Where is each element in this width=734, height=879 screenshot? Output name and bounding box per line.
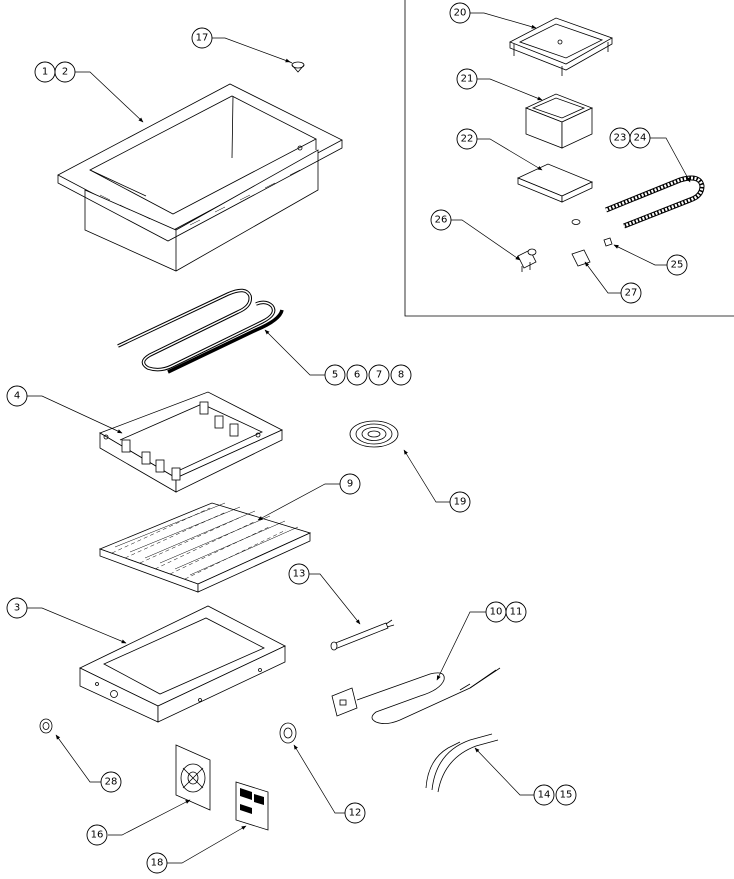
svg-text:27: 27 [625, 288, 638, 299]
callout-10: 10 [485, 601, 507, 623]
svg-text:25: 25 [671, 260, 684, 271]
callout-7: 7 [368, 364, 390, 386]
svg-text:5: 5 [332, 370, 338, 381]
svg-text:9: 9 [347, 479, 353, 490]
heating-element-part[interactable] [117, 288, 284, 374]
callout-4: 4 [6, 385, 28, 407]
callout-8: 8 [390, 364, 412, 386]
callout-12: 12 [344, 802, 366, 824]
inset-border [404, 0, 734, 317]
drip-pan-part[interactable] [79, 605, 286, 723]
part-21-box[interactable] [524, 93, 594, 149]
svg-text:22: 22 [461, 134, 474, 145]
bracket-frame-part[interactable] [99, 391, 283, 493]
callout-17: 17 [191, 27, 213, 49]
svg-text:12: 12 [349, 808, 362, 819]
svg-text:1: 1 [42, 67, 48, 78]
svg-text:10: 10 [490, 607, 503, 618]
callout-24: 24 [629, 127, 651, 149]
dial-plate-part[interactable] [175, 744, 211, 811]
part-23-24-element[interactable] [605, 175, 705, 229]
part-20-tray[interactable] [509, 17, 613, 76]
callout-22: 22 [456, 128, 478, 150]
svg-text:4: 4 [14, 391, 20, 402]
part-26-valve[interactable] [517, 248, 537, 272]
callout-5: 5 [324, 364, 346, 386]
leader-lines [27, 12, 691, 864]
svg-text:8: 8 [398, 370, 404, 381]
svg-text:20: 20 [454, 8, 467, 19]
callout-16: 16 [86, 824, 108, 846]
label-plate-part[interactable] [235, 781, 269, 831]
callout-11: 11 [505, 601, 527, 623]
callout-9: 9 [339, 473, 361, 495]
well-pan-part[interactable] [57, 83, 343, 272]
callout-25: 25 [666, 254, 688, 276]
callout-19: 19 [449, 491, 471, 513]
svg-text:15: 15 [560, 790, 573, 801]
svg-text:11: 11 [510, 607, 523, 618]
part-28-knob[interactable] [39, 718, 53, 734]
probe-part[interactable] [330, 619, 395, 651]
callout-27: 27 [620, 282, 642, 304]
callout-6: 6 [346, 364, 368, 386]
svg-text:7: 7 [376, 370, 382, 381]
svg-text:6: 6 [354, 370, 360, 381]
coil-element-part[interactable] [349, 420, 399, 448]
thermostat-part[interactable] [331, 667, 501, 724]
part-25-screw[interactable] [603, 237, 613, 247]
svg-text:16: 16 [91, 830, 104, 841]
svg-text:28: 28 [105, 777, 118, 788]
callout-1: 1 [34, 61, 56, 83]
wire-harness-part[interactable] [425, 733, 499, 793]
svg-text:13: 13 [293, 569, 306, 580]
part-22-tray[interactable] [517, 163, 593, 203]
svg-text:21: 21 [461, 74, 474, 85]
callout-18: 18 [146, 852, 168, 874]
callout-15: 15 [555, 784, 577, 806]
svg-text:23: 23 [614, 133, 627, 144]
part-12-knob[interactable] [279, 722, 297, 744]
svg-text:14: 14 [538, 790, 551, 801]
part-27-clip[interactable] [571, 219, 591, 267]
part-17-fitting[interactable] [285, 59, 305, 73]
callout-13: 13 [288, 563, 310, 585]
callout-2: 2 [54, 61, 76, 83]
callout-3: 3 [6, 597, 28, 619]
svg-text:3: 3 [14, 603, 20, 614]
callout-21: 21 [456, 68, 478, 90]
svg-text:18: 18 [151, 858, 164, 869]
svg-text:2: 2 [62, 67, 68, 78]
grate-part[interactable] [98, 502, 312, 593]
svg-text:26: 26 [435, 215, 448, 226]
svg-text:17: 17 [196, 33, 209, 44]
callout-23: 23 [609, 127, 631, 149]
callout-20: 20 [449, 2, 471, 24]
callout-14: 14 [533, 784, 555, 806]
svg-text:24: 24 [634, 133, 647, 144]
callout-26: 26 [430, 209, 452, 231]
callout-28: 28 [100, 771, 122, 793]
svg-text:19: 19 [454, 497, 467, 508]
